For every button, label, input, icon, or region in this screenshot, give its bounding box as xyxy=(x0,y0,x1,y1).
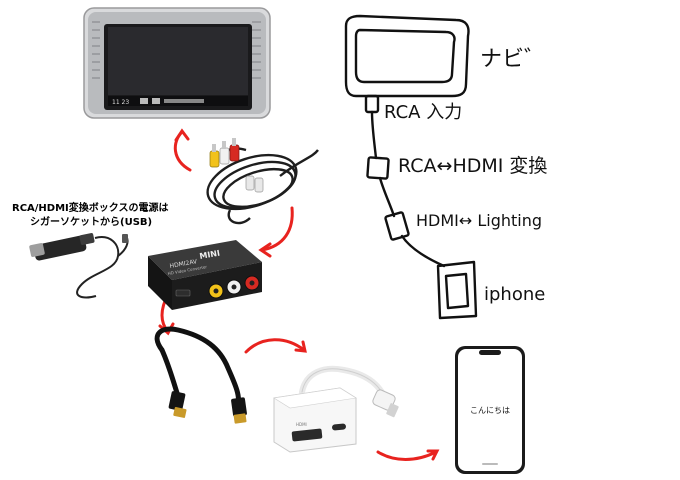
sketch-cable-1 xyxy=(370,110,378,160)
sketch-navi-screen xyxy=(354,28,456,84)
converter-brand: MINI xyxy=(199,249,221,261)
sketch-adapter-box xyxy=(384,211,410,241)
converter-sub: HD Video Converter xyxy=(167,264,207,276)
usb-car-charger-photo: RCA/HDMI変換ボックスの電源は シガーソケットから(USB) xyxy=(12,201,168,299)
red-arrows xyxy=(158,128,440,461)
rca-cable-photo xyxy=(206,138,319,225)
sketch-rca-hdmi-box xyxy=(366,156,390,180)
sketch-iphone-outer xyxy=(436,260,478,320)
arrow-to-adapter xyxy=(244,338,306,354)
hdmi2av-converter-photo: MINI HDMI2AV HD Video Converter xyxy=(148,240,262,310)
sketch-cable-2 xyxy=(378,176,396,218)
converter-label: HDMI2AV xyxy=(169,258,198,270)
arrow-to-iphone xyxy=(376,450,438,461)
car-navi-photo: 11 23 xyxy=(83,7,271,119)
label-rca-hdmi: RCA↔HDMI 変換 xyxy=(398,155,547,177)
sketch-iphone-screen xyxy=(444,272,470,310)
lightning-hdmi-adapter-photo: HDMI xyxy=(273,365,399,453)
hdmi-cable-photo xyxy=(154,326,247,424)
label-rca-input: RCA 入力 xyxy=(384,102,462,123)
iphone-photo: こんにちは xyxy=(455,346,525,474)
sketch-cable-3 xyxy=(400,234,446,268)
label-iphone: iphone xyxy=(484,284,545,305)
hand-sketch xyxy=(344,14,478,320)
arrow-to-converter xyxy=(260,206,294,252)
adapter-port-label: HDMI xyxy=(296,422,307,427)
power-note-line1: RCA/HDMI変換ボックスの電源は xyxy=(12,201,168,214)
label-navi: ナビ゛ xyxy=(480,47,546,72)
power-note-line2: シガーソケットから(USB) xyxy=(30,215,152,228)
sketch-rca-jack xyxy=(364,94,380,114)
navi-clock: 11 23 xyxy=(112,99,129,106)
sketch-labels: ナビ゛ RCA 入力 RCA↔HDMI 変換 HDMI↔ Lighting ip… xyxy=(384,47,547,305)
phone-greeting: こんにちは xyxy=(470,406,510,415)
sketch-navi-outer xyxy=(344,14,470,98)
label-hdmi-lightning: HDMI↔ Lighting xyxy=(416,211,542,230)
